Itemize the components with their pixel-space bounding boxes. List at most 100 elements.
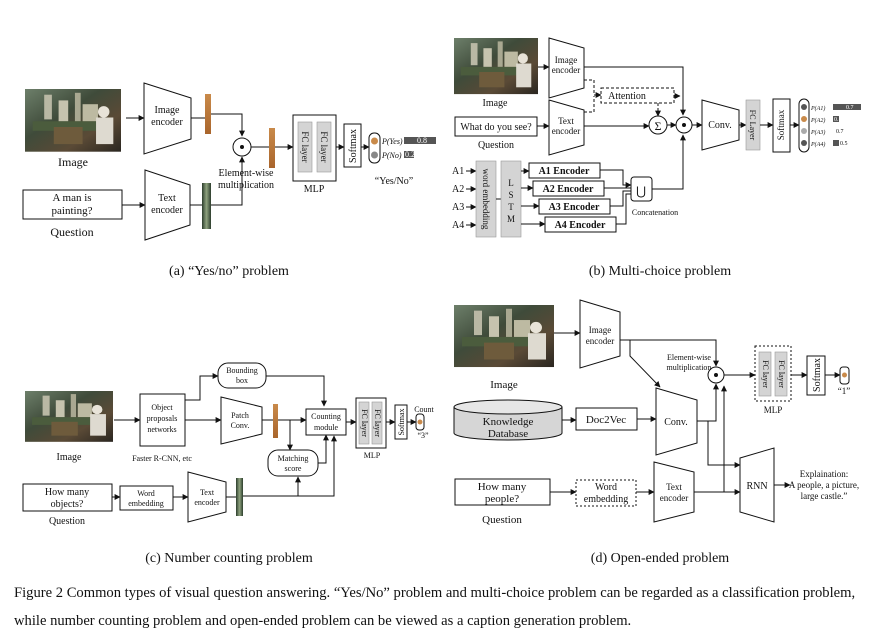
panel-a-image-encoder [143, 82, 192, 155]
panel-a-question-line1: A man is [52, 192, 91, 204]
panel-b-lstm-l: L [508, 178, 514, 188]
panel-b-v1: 0.7 [846, 105, 854, 111]
panel-b-text-encoder-line1: Text [558, 116, 574, 126]
panel-d-mlp-label: MLP [764, 405, 783, 415]
panel-a-question-label: Question [50, 225, 93, 239]
panel-d-ie-line1: Image [589, 325, 612, 335]
panel-c-patch-conv [220, 396, 263, 445]
panel-b-a2: A2 [452, 184, 464, 195]
panel-d-image-label: Image [490, 379, 518, 391]
panel-c-softmax-label: Softmax [397, 408, 406, 435]
panel-b-p4: P(A4) [810, 141, 825, 148]
panel-a-p-yes: P(Yes) [381, 137, 403, 146]
panel-b-question-label: Question [478, 140, 514, 151]
panel-d-kb-line2: Database [488, 428, 528, 440]
panel-b-lstm [500, 160, 522, 238]
panel-a-elementwise-line1: Element-wise [219, 168, 275, 179]
panel-b-conv [701, 99, 740, 151]
panel-c-patch-line1: Patch [231, 411, 249, 420]
panel-a-question-line2: painting? [52, 205, 93, 217]
panel-c-bb-line2: box [236, 376, 248, 385]
panel-a-softmax [343, 123, 362, 168]
panel-c-text-vector [236, 478, 243, 516]
panel-d-question-line2: people? [485, 493, 519, 505]
panel-b-image-encoder-line2: encoder [552, 65, 580, 75]
panel-c-text-encoder [187, 471, 227, 523]
panel-d-we-line1: Word [595, 482, 617, 493]
panel-c-photo [25, 391, 113, 442]
panel-d: Image Image encoder Knowledge Database D… [453, 299, 859, 566]
panel-c-cm-line1: Counting [311, 412, 341, 421]
panel-b-p2: P(A2) [810, 117, 825, 124]
panel-a-fc2: FC layer [319, 131, 329, 162]
panel-c-patch-line2: Conv. [231, 421, 250, 430]
panel-c-ms-line1: Matching [278, 454, 309, 463]
panel-c-bb-line1: Bounding [226, 366, 258, 375]
panel-a-fc1: FC layer [300, 131, 310, 162]
panel-b-a2-encoder-label: A2 Encoder [543, 184, 594, 195]
panel-c-we-line1: Word [137, 489, 155, 498]
panel-b-caption: (b) Multi-choice problem [589, 264, 731, 279]
panel-a-softmax-label: Softmax [348, 129, 359, 163]
panel-d-question-label: Question [482, 514, 522, 526]
panel-d-answer: “1” [838, 386, 851, 396]
panel-d-we-line2: embedding [584, 494, 628, 505]
panel-b-text-encoder [548, 99, 585, 156]
panel-c-count: Count [414, 405, 434, 414]
panel-a-image-vector [205, 94, 211, 134]
panel-a-image-encoder-line2: encoder [151, 117, 183, 128]
panel-a-answer: “Yes/No” [375, 176, 413, 187]
panel-c-answer: “3” [417, 431, 429, 440]
panel-c-question-line1: How many [45, 487, 89, 498]
panel-b-a4: A4 [452, 220, 464, 231]
panel-d-expl-line2: A people, a picture, [789, 480, 859, 490]
panel-d-fc1: FC layer [761, 360, 770, 388]
panel-d-photo [454, 305, 554, 368]
panel-c-te-line1: Text [200, 488, 215, 497]
panel-c-faster-rcnn: Faster R-CNN, etc [132, 454, 192, 463]
panel-c-op-line3: networks [147, 425, 176, 434]
panel-c-we-line2: embedding [128, 499, 164, 508]
panel-d-word-embedding [575, 479, 637, 507]
panel-d-image-encoder [579, 299, 621, 369]
panel-c-te-line2: encoder [194, 498, 220, 507]
panel-d-doc2vec-label: Doc2Vec [586, 414, 626, 426]
panel-a-image-encoder-line1: Image [155, 105, 181, 116]
panel-d-conv-label: Conv. [664, 417, 688, 428]
panel-c-fc1: FC layer [360, 409, 369, 437]
panel-b-word-embedding-label: word embedding [481, 169, 491, 230]
panel-c-op-line1: Object [151, 403, 173, 412]
panel-d-conv [655, 387, 698, 456]
panel-c-ms-line2: score [285, 464, 302, 473]
panel-a-elementwise-line2: multiplication [218, 180, 274, 191]
panel-a: Image Image encoder A man is painting? Q… [22, 82, 436, 279]
panel-d-rnn-label: RNN [746, 481, 767, 492]
panel-c-question-line2: objects? [51, 499, 84, 510]
panel-b-photo [454, 38, 538, 95]
panel-a-question-box [22, 189, 123, 220]
panel-b-a3: A3 [452, 202, 464, 213]
panel-a-p-no: P(No) [381, 151, 402, 160]
panel-a-mlp-label: MLP [304, 184, 325, 195]
panel-b-a4-encoder-label: A4 Encoder [555, 220, 606, 231]
panel-a-joint-vector [269, 128, 275, 168]
panel-d-kb-line1: Knowledge [483, 416, 534, 428]
panel-c: Image Object proposals networks Faster R… [22, 362, 435, 566]
panel-c-op-line2: proposals [147, 414, 178, 423]
panel-d-knowledge-db [453, 399, 563, 441]
panel-c-cm-line2: module [314, 423, 338, 432]
panel-b-question-text: What do you see? [460, 122, 532, 133]
panel-c-object-proposals [139, 393, 186, 447]
panel-b-a3-encoder-label: A3 Encoder [549, 202, 600, 213]
panel-c-word-embedding [119, 485, 174, 511]
panel-b-a1: A1 [452, 166, 464, 177]
panel-b-v4: 0.5 [840, 141, 848, 147]
panel-b-concat-label: Concatenation [632, 208, 678, 217]
panel-d-caption: (d) Open-ended problem [591, 551, 730, 566]
panel-d-ie-line2: encoder [586, 336, 614, 346]
panel-b-p3: P(A3) [810, 129, 825, 136]
panel-b-conv-label: Conv. [708, 120, 732, 131]
panel-d-ew-line2: multiplication [667, 363, 712, 372]
panel-b-p1: P(A1) [810, 105, 825, 112]
panel-d-softmax-label: Softmax [812, 358, 823, 392]
